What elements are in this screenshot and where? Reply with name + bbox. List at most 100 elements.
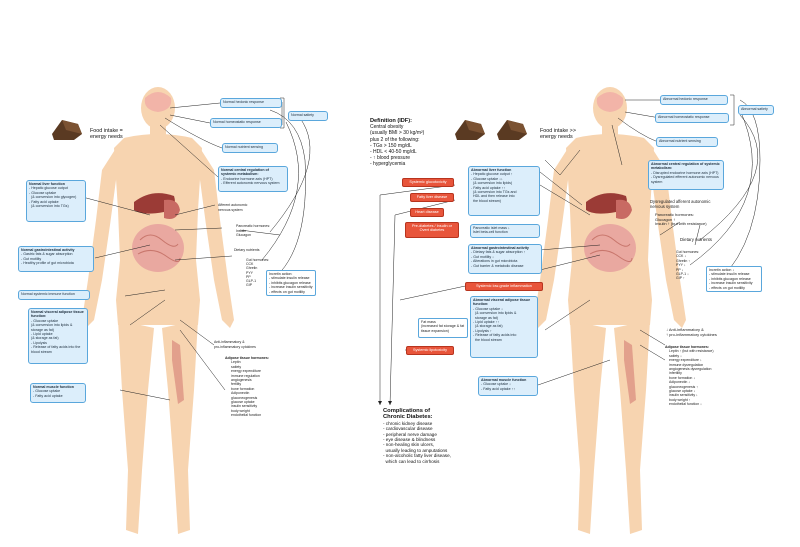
immune-function-box: Normal systemic immune function xyxy=(18,290,90,300)
adipose-hormone-item: satiety xyxy=(231,364,242,369)
adipose-function-item: - Lipolysis ↑ xyxy=(473,328,492,333)
definition-line: (usually BMI > 30 kg/m²) xyxy=(370,130,425,137)
adipose-hormone-item: energy expenditure xyxy=(231,369,261,374)
afferent-label: Afferent autonomic nervous system xyxy=(218,203,248,212)
incretin-action-item: - increase insulin sensitivity xyxy=(709,281,753,286)
adipose-hormone-item: gluconeogenesis xyxy=(231,395,258,400)
adipose-function-item: (& storage as fat) xyxy=(473,324,503,329)
satiety-box: Abnormal satiety xyxy=(738,105,774,115)
adipose-hormone-item: satiety ↓ xyxy=(669,353,682,358)
adipose-hormone-item: angiogenesis dysregulation xyxy=(669,367,712,372)
adipose-function-box: Abnormal visceral adipose tissue functio… xyxy=(470,296,538,358)
muscle-function-title: Normal muscle function xyxy=(33,385,74,389)
nutrient-sensing-box: Abnormal nutrient sensing xyxy=(656,137,718,147)
definition-line: - HDL < 40-50 mg/dL xyxy=(370,149,417,156)
nutrient-sensing-text: Normal nutrient sensing xyxy=(225,145,263,149)
dysregulated-afferent-label: Dysregulated afferent autonomic nervous … xyxy=(650,199,711,209)
adipose-hormone-item: body weight ↑ xyxy=(669,397,691,402)
central-regulation-box: Abnormal central regulation of systemic … xyxy=(648,160,724,190)
glucotoxicity-alert: Systemic glucotoxicity xyxy=(402,178,454,187)
gi-activity-item: - Gut motility xyxy=(21,256,42,261)
adipose-hormone-item: Adiponectin xyxy=(231,391,250,396)
obese-body-figure xyxy=(533,86,687,535)
homeostatic-response-box: Normal homeostatic response xyxy=(210,118,282,128)
central-regulation-item: - Endocrine hormone axis (HPT) xyxy=(221,176,273,181)
adipose-hormones-list: Adipose tissue hormones: Leptin ↑ (but w… xyxy=(665,345,735,407)
dietary-nutrients-label: Dietary nutrients xyxy=(234,248,260,252)
gi-activity-title: Abnormal gastrointestinal activity xyxy=(471,246,529,250)
liver-function-title: Abnormal liver function xyxy=(471,168,512,172)
complication-item: - eye disease & blindness xyxy=(383,437,436,443)
muscle-function-title: Abnormal muscle function xyxy=(481,378,527,382)
definition-line: - TGs > 150 mg/dL xyxy=(370,142,412,149)
central-regulation-title: Normal central regulation of systemic me… xyxy=(221,168,269,177)
incretin-action-item: - effects on gut motility xyxy=(709,285,745,290)
incretin-action-item: - increase insulin sensitivity xyxy=(269,285,313,290)
adipose-function-item: - Glucose uptake xyxy=(31,318,59,323)
liver-function-item: - Glucose uptake ↓↓ xyxy=(471,176,503,181)
adipose-hormone-item: glucose uptake xyxy=(231,400,255,405)
incretin-action-box: Incretin action ↓ - stimulate insulin re… xyxy=(706,266,762,292)
satiety-text: Normal satiety xyxy=(291,113,314,117)
incretin-action-title: Incretin action ↓ xyxy=(709,268,735,272)
central-regulation-item: - Dysregulated efferent autonomic nervou… xyxy=(651,175,719,184)
gi-activity-item: - Alterations in gut microbiota xyxy=(471,259,518,264)
homeostatic-response-text: Abnormal homeostatic response xyxy=(658,115,710,119)
central-regulation-box: Normal central regulation of systemic me… xyxy=(218,166,288,192)
prediabetes-alert: Pre-diabetes / Insulin or Overt diabetes xyxy=(405,222,459,238)
homeostatic-response-box: Abnormal homeostatic response xyxy=(655,113,729,123)
central-regulation-item: - Efferent autonomic nervous system xyxy=(221,181,280,186)
adipose-hormone-item: insulin sensitivity ↓ xyxy=(669,393,698,398)
adipose-hormones-list: Adipose tissue hormones: Leptin satiety … xyxy=(225,356,285,418)
pancreatic-mass-box: Pancreatic islet mass ↓ Islet beta-cell … xyxy=(470,224,540,238)
adipose-hormone-item: insulin sensitivity xyxy=(231,404,258,409)
adipose-hormone-item: bone formation xyxy=(231,386,255,391)
liver-function-item: - Fatty acid uptake ↑↑ xyxy=(471,185,506,190)
liver-function-item: - Hepatic glucose output xyxy=(29,186,68,191)
definition-line: - hyperglycemia xyxy=(370,161,406,168)
liver-function-box: Normal liver function - Hepatic glucose … xyxy=(26,180,86,222)
complication-item: - peripheral nerve damage xyxy=(383,431,437,437)
complication-item: usually leading to amputations xyxy=(383,447,448,453)
central-regulation-title: Abnormal central regulation of systemic … xyxy=(651,162,720,171)
inflammation-alert: Systemic low-grade inflammation xyxy=(465,282,543,291)
liver-function-item: (& conversion into TGs and xyxy=(471,190,517,195)
adipose-hormone-item: body weight xyxy=(231,408,250,413)
liver-function-item: (& conversion into TGs) xyxy=(29,204,69,209)
hedonic-response-box: Abnormal hedonic response xyxy=(660,95,728,105)
pancreatic-mass-text: Pancreatic islet mass ↓ Islet beta-cell … xyxy=(473,226,510,235)
food-intake-label: Food intake >> energy needs xyxy=(540,128,576,140)
adipose-hormone-item: endothelial function ↓ xyxy=(669,402,702,407)
adipose-hormone-item: angiogenesis xyxy=(231,378,252,383)
adipose-function-item: - Lipolysis xyxy=(31,340,47,345)
complication-item: - cardiovascular disease xyxy=(383,426,433,432)
adipose-function-item: (& conversion into lipids & storage as f… xyxy=(31,323,73,332)
complication-item: - non-alcoholic fatty liver disease, xyxy=(383,453,451,459)
incretin-action-item: - stimulate insulin release xyxy=(269,276,310,281)
adipose-hormone-item: immune dysregulation xyxy=(669,362,704,367)
adipose-function-item: - Lipid uptake ↑↑ xyxy=(473,320,500,325)
immune-function-text: Normal systemic immune function xyxy=(21,292,75,296)
adipose-function-item: the blood stream xyxy=(473,337,502,342)
adipose-hormone-item: energy expenditure ↓ xyxy=(669,358,702,363)
gi-activity-item: - Gut motility ↓ xyxy=(471,254,494,259)
food-block-icon xyxy=(52,120,82,140)
complication-item: which can lead to cirrhosis xyxy=(383,458,440,464)
nutrient-sensing-box: Normal nutrient sensing xyxy=(222,143,278,153)
satiety-text: Abnormal satiety xyxy=(741,107,768,111)
adipose-function-item: - Glucose uptake ↓ xyxy=(473,306,503,311)
gi-activity-item: - Gastric fats & sugar absorption xyxy=(21,252,73,257)
muscle-function-item: - Fatty acid uptake xyxy=(33,393,63,398)
normal-body-figure xyxy=(81,86,235,535)
liver-function-title: Normal liver function xyxy=(29,182,65,186)
central-regulation-item: - Disrupted endocrine hormone axis (HPT) xyxy=(651,170,719,175)
liver-function-item: (& conversion into lipids) xyxy=(471,181,513,186)
fatty-liver-alert: Fatty liver disease xyxy=(410,193,454,202)
pancreatic-hormones-label: Pancreatic hormones: Insulin Glucagon xyxy=(236,224,271,238)
gi-activity-box: Abnormal gastrointestinal activity - Die… xyxy=(468,244,542,274)
liver-function-box: Abnormal liver function - Hepatic glucos… xyxy=(468,166,540,216)
dietary-nutrients-label: Dietary nutrients xyxy=(680,237,712,242)
cytokines-label: Anti-inflammatory & pro-inflammatory cyt… xyxy=(214,340,256,349)
muscle-function-box: Normal muscle function - Glucose uptake … xyxy=(30,383,86,403)
